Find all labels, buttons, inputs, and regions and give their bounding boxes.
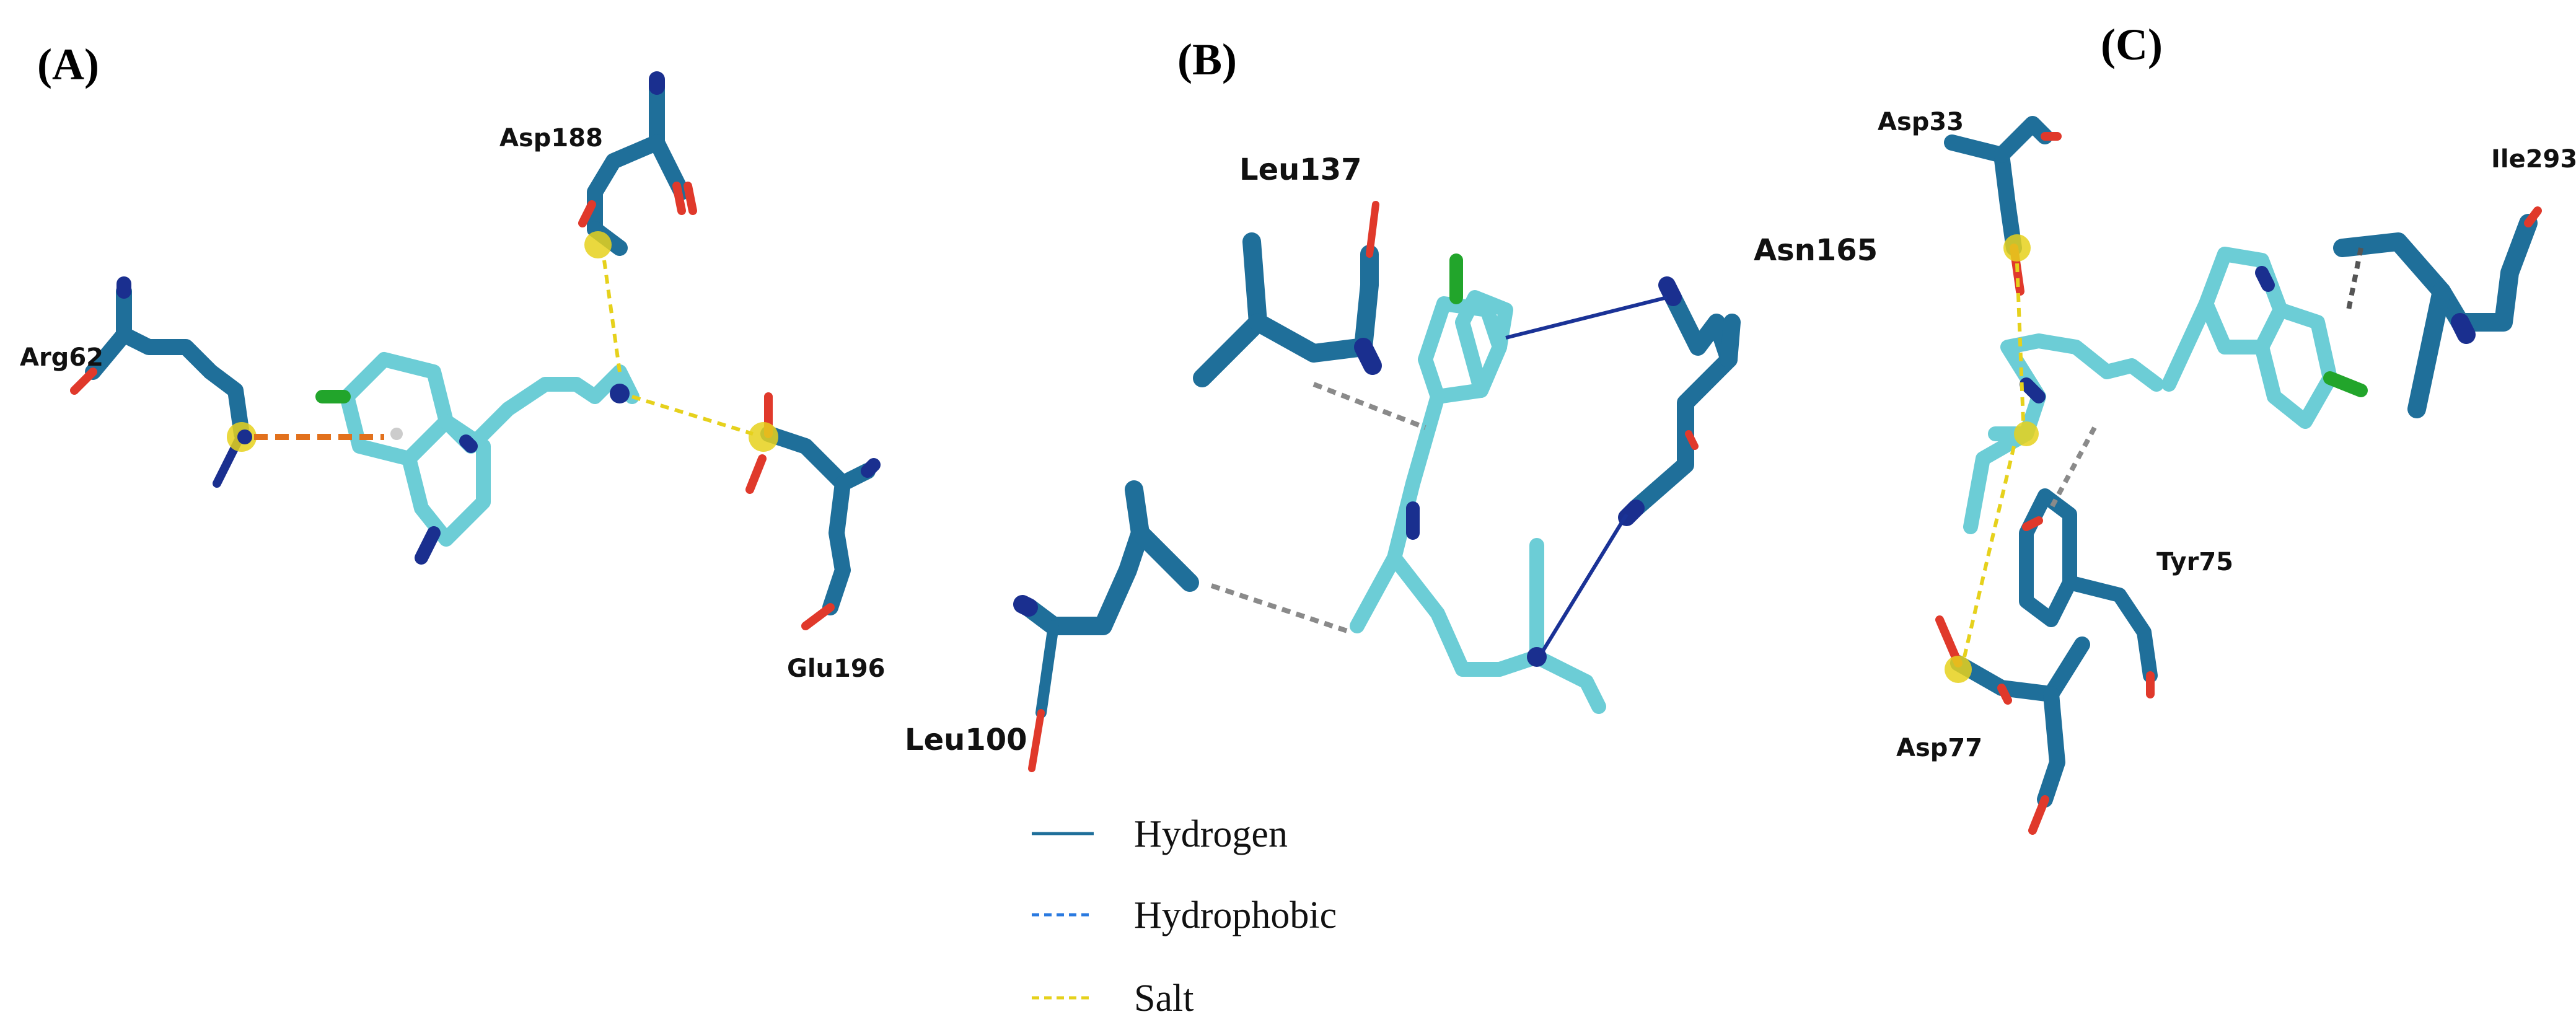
residue-leu137 xyxy=(1193,201,1382,387)
legend-item-hydrogen: Hydrogen xyxy=(1032,813,1288,855)
residue-asp33 xyxy=(1944,116,2062,296)
residue-label-tyr75: Tyr75 xyxy=(2156,548,2233,576)
hbond-asn165-a xyxy=(1505,296,1668,340)
hbond-asn165-b xyxy=(1541,513,1629,652)
legend-label-hydrogen: Hydrogen xyxy=(1134,813,1288,855)
residue-asn165 xyxy=(1618,276,1741,526)
residue-label-asp77: Asp77 xyxy=(1896,734,1982,762)
residue-ile293 xyxy=(2333,206,2542,418)
residue-label-glu196: Glu196 xyxy=(787,654,886,683)
panel-b: (B) Leu137 Asn165 Leu100 xyxy=(905,35,1878,1020)
residue-label-asp33: Asp33 xyxy=(1878,108,1964,136)
ligand-a xyxy=(315,352,640,565)
panel-c-label: (C) xyxy=(2101,20,2163,69)
ligand-b xyxy=(1350,253,1606,714)
panel-a: (A) Asp188 Arg62 xyxy=(20,40,886,683)
residue-label-leu100: Leu100 xyxy=(905,723,1027,757)
hydrophobic-leu137 xyxy=(1312,382,1426,430)
residue-tyr75 xyxy=(2019,488,2158,698)
legend-label-hydrophobic: Hydrophobic xyxy=(1134,894,1337,936)
interaction-legend: Hydrogen Hydrophobic Salt xyxy=(1032,813,1337,1020)
hydrophobic-tyr75 xyxy=(2049,426,2097,509)
residue-arg62 xyxy=(70,276,257,488)
residue-label-asn165: Asn165 xyxy=(1754,233,1878,268)
residue-asp77 xyxy=(1935,615,2090,835)
legend-item-hydrophobic: Hydrophobic xyxy=(1032,894,1337,936)
residue-label-leu137: Leu137 xyxy=(1239,152,1362,187)
residue-label-ile293: Ile293 xyxy=(2491,145,2576,174)
panel-c: (C) Asp33 Ile293 Tyr75 xyxy=(1878,20,2576,835)
salt-bridge-asp188 xyxy=(602,260,622,372)
salt-bridge-asp77 xyxy=(1963,446,2016,658)
salt-bridge-asp33 xyxy=(2015,263,2025,422)
ligand-c xyxy=(1963,247,2368,534)
hydrophobic-leu100 xyxy=(1210,583,1352,635)
salt-bridge-glu196 xyxy=(631,395,754,436)
panel-b-label: (B) xyxy=(1177,35,1237,84)
legend-item-salt: Salt xyxy=(1032,977,1193,1020)
legend-label-salt: Salt xyxy=(1134,977,1193,1020)
residue-asp188 xyxy=(578,71,697,258)
panel-a-label: (A) xyxy=(37,40,99,89)
residue-glu196 xyxy=(745,392,881,630)
residue-label-asp188: Asp188 xyxy=(499,124,603,152)
residue-label-arg62: Arg62 xyxy=(20,343,103,372)
hydrophobic-ile293 xyxy=(2346,247,2363,310)
residue-leu100 xyxy=(1013,480,1199,772)
